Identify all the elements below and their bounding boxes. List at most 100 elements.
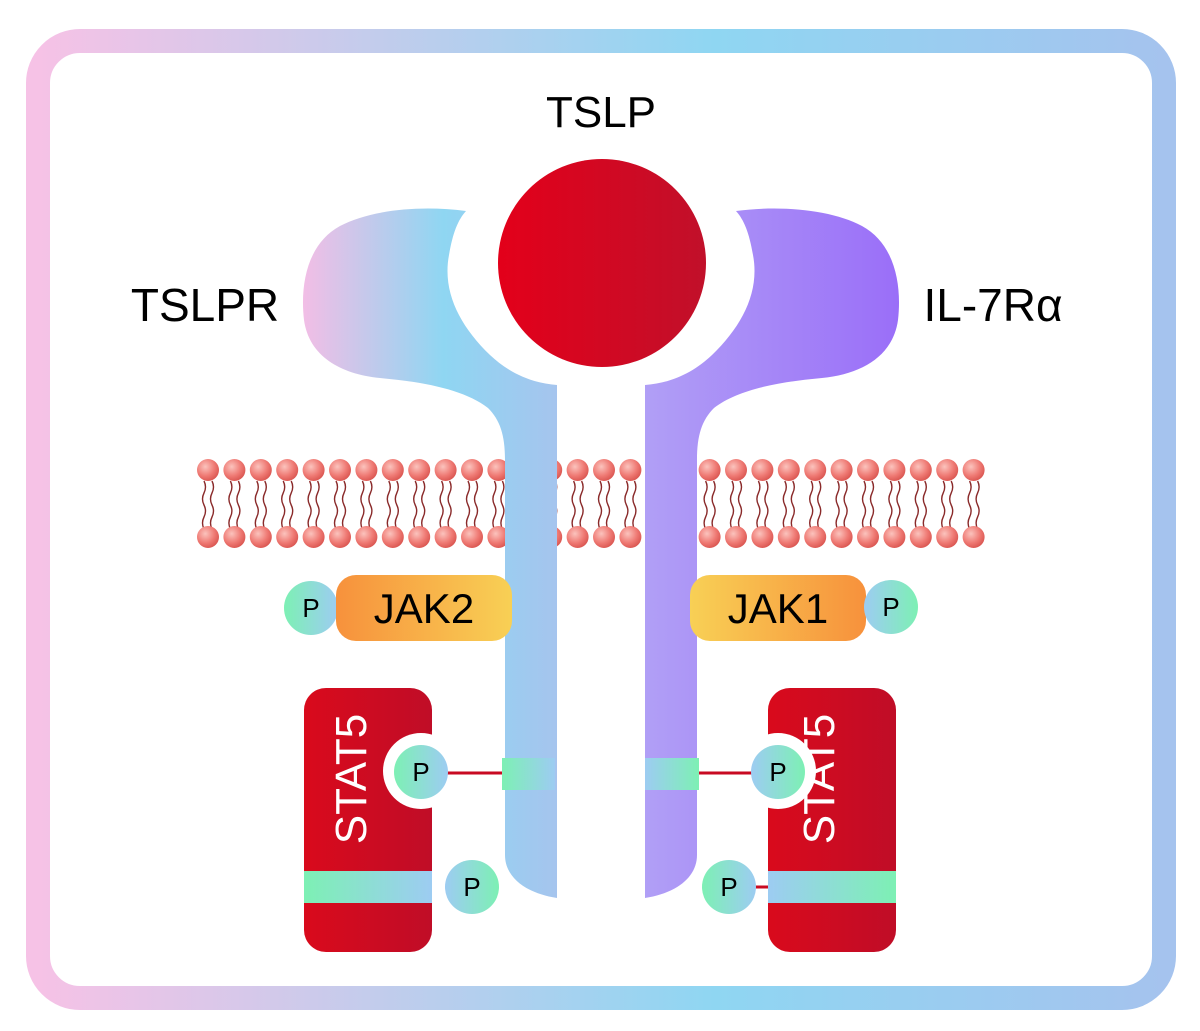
lipid-head — [698, 526, 721, 548]
lipid-head — [830, 459, 853, 481]
lipid-tail — [922, 480, 927, 530]
lipid-head — [408, 459, 431, 481]
lipid-tail — [571, 480, 576, 530]
lipid-head — [329, 459, 351, 481]
lipid-head — [777, 459, 800, 481]
tslp-ligand — [498, 159, 706, 367]
lipid-head — [936, 526, 959, 548]
lipid-tail — [835, 480, 840, 530]
lipid-head — [302, 526, 325, 548]
jak1-box — [690, 575, 866, 641]
lipid-tail — [729, 480, 735, 530]
lipid-head — [566, 459, 589, 481]
lipid-tail — [307, 480, 312, 530]
lipid-head — [434, 459, 457, 481]
lipid-tail — [209, 480, 215, 530]
lipid-head — [593, 459, 615, 481]
lipid-tail — [843, 480, 848, 530]
tslp-label: TSLP — [546, 88, 656, 137]
lipid-tail — [579, 480, 584, 530]
lipid-head — [276, 526, 299, 548]
lipid-tail — [949, 480, 954, 530]
lipid-tail — [386, 480, 391, 530]
lipid-head — [197, 459, 219, 481]
lipid-head — [804, 526, 827, 548]
lipid-tail — [413, 480, 418, 530]
lipid-tail — [421, 480, 426, 530]
lipid-tail — [632, 480, 637, 530]
tslpr-label: TSLPR — [131, 279, 279, 331]
lipid-tail — [254, 480, 259, 530]
lipid-head — [566, 526, 589, 548]
stat5-right-lower-phospho-label: P — [720, 872, 737, 902]
lipid-head — [249, 526, 272, 548]
stat5-left-lower-phospho-label: P — [463, 872, 480, 902]
jak2-box — [336, 575, 512, 641]
lipid-tail — [861, 480, 867, 530]
lipid-head — [777, 526, 800, 548]
stat5-left-lower-phospho — [445, 860, 499, 914]
lipid-tail — [703, 480, 708, 530]
lipid-head — [619, 526, 642, 548]
lipid-tail — [262, 480, 267, 530]
lipid-tail — [394, 480, 399, 530]
il7r-phospho-site — [645, 758, 699, 790]
lipid-head — [593, 526, 615, 548]
stat5-left-band — [304, 871, 432, 903]
stat5-right-phospho-label: P — [769, 757, 786, 787]
lipid-head — [962, 526, 985, 548]
lipid-head — [461, 459, 483, 481]
tslpr-receptor — [302, 208, 557, 898]
lipid-tail — [360, 480, 365, 530]
lipid-tail — [869, 480, 875, 530]
stat5-left-phospho — [394, 745, 448, 799]
lipid-tail — [439, 480, 444, 530]
lipid-tail — [341, 480, 347, 530]
lipid-tail — [624, 480, 629, 530]
lipid-tail — [756, 480, 761, 530]
lipid-tail — [790, 480, 795, 530]
lipid-head — [751, 459, 774, 481]
stat5-left-phospho-label: P — [412, 757, 429, 787]
lipid-tail — [817, 480, 822, 530]
stat5-right-lower-phospho — [702, 860, 756, 914]
lipid-tail — [737, 480, 743, 530]
lipid-head — [302, 459, 325, 481]
il7r-label: IL-7Rα — [923, 279, 1062, 331]
lipid-head — [276, 459, 299, 481]
lipid-head — [725, 459, 747, 481]
stat5-left-label: STAT5 — [327, 714, 376, 844]
lipid-tail — [888, 480, 893, 530]
lipid-head — [857, 459, 879, 481]
lipid-tail — [711, 480, 716, 530]
lipid-tail — [967, 480, 972, 530]
lipid-head — [909, 526, 932, 548]
lipid-head — [355, 459, 378, 481]
lipid-head — [223, 526, 246, 548]
lipid-tail — [764, 480, 769, 530]
lipid-tail — [492, 480, 497, 530]
lipid-tail — [201, 480, 207, 530]
lipid-head — [883, 526, 906, 548]
lipid-tail — [896, 480, 901, 530]
jak2-phospho-label: P — [302, 593, 319, 623]
lipid-head — [461, 526, 483, 548]
lipid-head — [962, 459, 985, 481]
lipid-tail — [228, 480, 233, 530]
lipid-head — [355, 526, 378, 548]
jak1-label: JAK1 — [728, 585, 828, 632]
tslpr-phospho-site — [502, 758, 555, 790]
lipid-head — [329, 526, 351, 548]
lipid-head — [698, 459, 721, 481]
jak2-phospho — [284, 581, 338, 635]
lipid-head — [487, 526, 510, 548]
lipid-tail — [782, 480, 787, 530]
stat5-right-phospho — [751, 745, 805, 799]
lipid-tail — [447, 480, 452, 530]
lipid-head — [381, 526, 404, 548]
lipid-head — [830, 526, 853, 548]
jak1-phospho-label: P — [882, 592, 899, 622]
lipid-tail — [473, 480, 479, 530]
